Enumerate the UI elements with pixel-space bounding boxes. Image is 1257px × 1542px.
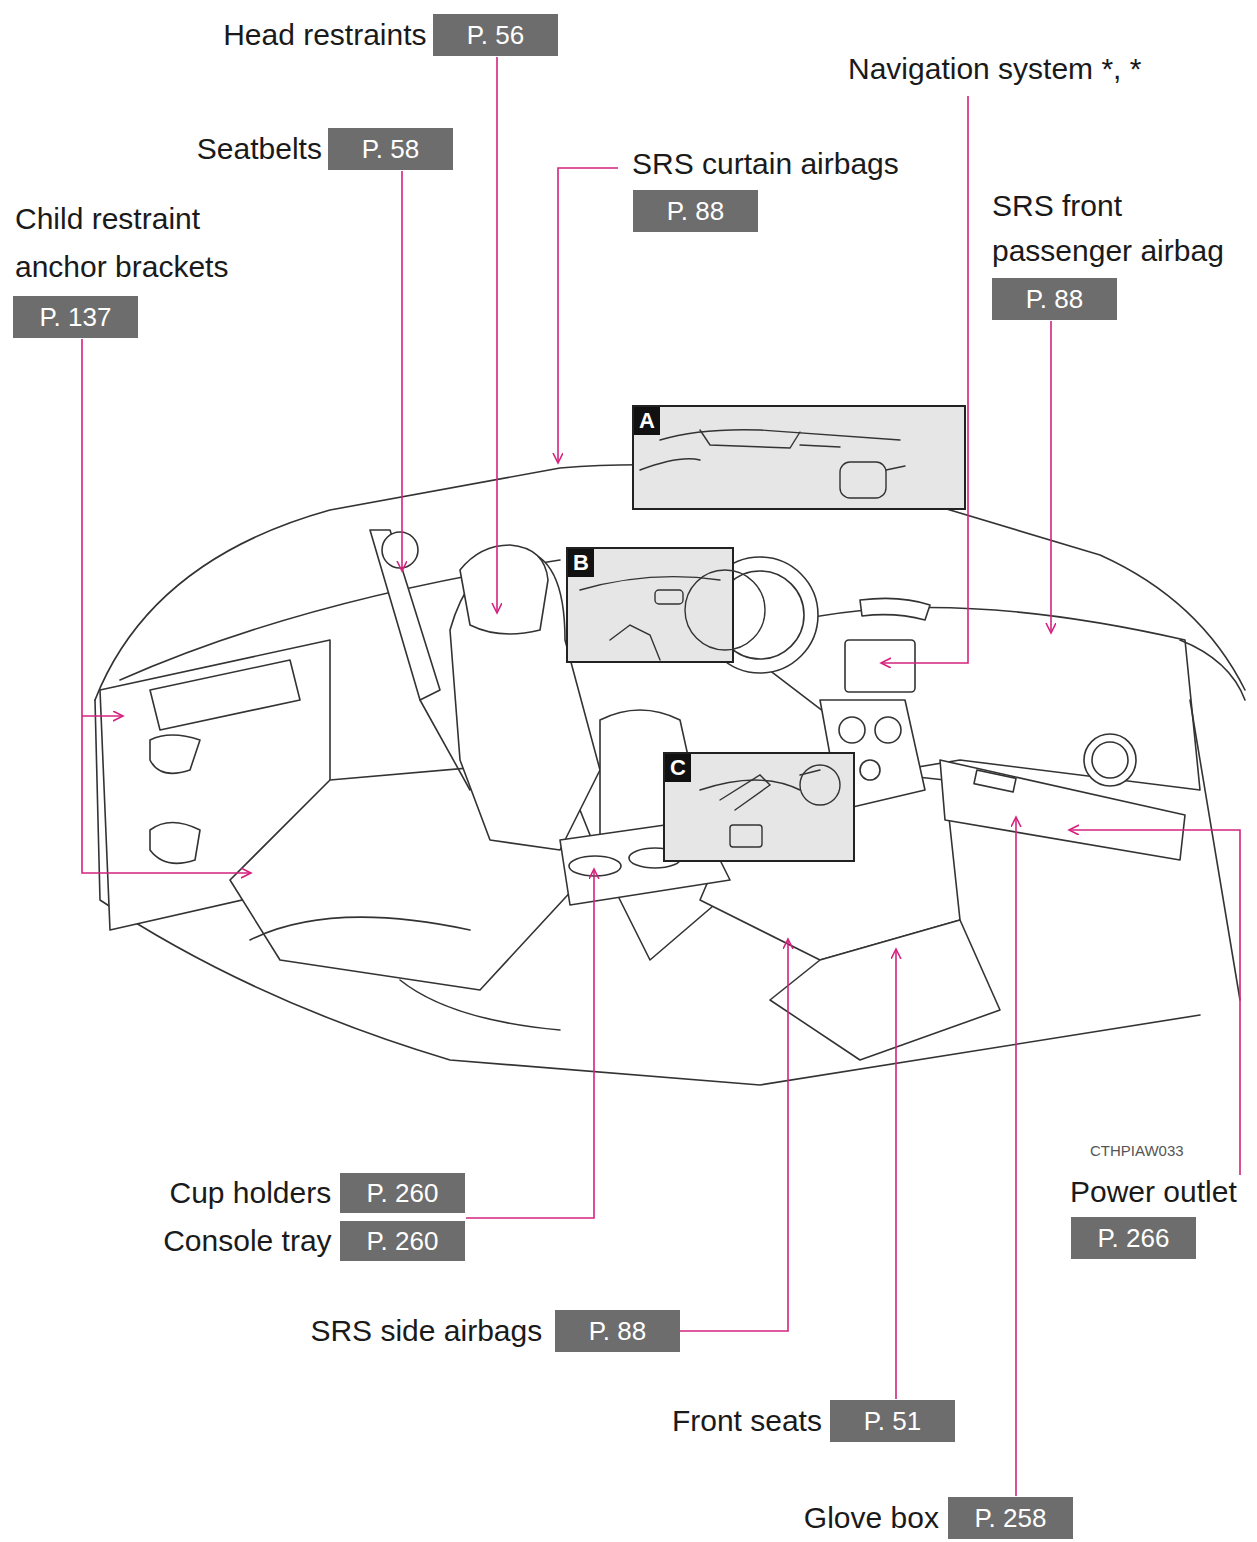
callout: Front seatsP. 51 bbox=[670, 1399, 956, 1443]
part-name: SRS curtain airbags bbox=[632, 142, 900, 186]
car-body-line-part bbox=[569, 856, 621, 876]
detail-inset: C bbox=[663, 752, 855, 862]
car-body-line-part bbox=[974, 770, 1016, 792]
car-body-line-part bbox=[150, 735, 200, 773]
car-body-line-part bbox=[370, 530, 440, 700]
callout: Glove boxP. 258 bbox=[802, 1496, 1074, 1540]
inset-sketche-part bbox=[640, 459, 700, 470]
inset-letter: B bbox=[568, 549, 594, 577]
car-body-line-part bbox=[860, 760, 880, 780]
inset-sketche-part bbox=[800, 445, 840, 447]
callout: Power outletP. 266 bbox=[1070, 1170, 1238, 1259]
leader-line-part bbox=[496, 57, 498, 612]
inset-sketche-part bbox=[800, 770, 820, 775]
car-body-line-part bbox=[1190, 700, 1240, 1000]
callout: Cup holdersP. 260 bbox=[168, 1171, 465, 1215]
car-body-line-part bbox=[382, 532, 418, 568]
part-name: Glove box bbox=[802, 1496, 939, 1540]
part-name: SRS side airbags bbox=[309, 1309, 542, 1353]
part-name: Power outlet bbox=[1070, 1170, 1238, 1214]
leader-line-part bbox=[680, 940, 788, 1331]
inset-letter: A bbox=[634, 407, 660, 435]
page-reference: P. 88 bbox=[992, 278, 1117, 320]
part-name: Cup holders bbox=[168, 1171, 331, 1215]
car-body-lines bbox=[95, 465, 1245, 1085]
car-body-line-part bbox=[845, 640, 915, 692]
car-body-line-part bbox=[1084, 734, 1136, 786]
callout: Console trayP. 260 bbox=[162, 1219, 466, 1263]
page-reference: P. 56 bbox=[433, 14, 558, 56]
leader-line-part bbox=[1070, 830, 1240, 1175]
inset-sketche-part bbox=[655, 590, 683, 604]
page-reference: P. 58 bbox=[328, 128, 453, 170]
figure-code: CTHPIAW033 bbox=[1090, 1142, 1184, 1159]
part-name: Console tray bbox=[162, 1219, 332, 1263]
inset-sketche-part bbox=[685, 570, 765, 650]
page-reference: P. 258 bbox=[948, 1497, 1073, 1539]
page-reference: P. 260 bbox=[340, 1221, 465, 1261]
leader-line-part bbox=[558, 168, 618, 462]
page-reference: P. 88 bbox=[555, 1310, 680, 1352]
inset-sketche-part bbox=[720, 775, 770, 810]
car-body-line-part bbox=[940, 760, 1185, 860]
inset-sketche-part bbox=[730, 825, 762, 847]
inset-sketche-part bbox=[700, 430, 800, 448]
inset-sketche-part bbox=[580, 577, 720, 590]
car-body-line-part bbox=[460, 545, 548, 634]
car-body-line-part bbox=[150, 823, 200, 864]
inset-sketche-part bbox=[840, 462, 886, 498]
callout: Child restraint anchor brackets P. 137 bbox=[13, 195, 266, 338]
leader-line-part bbox=[1050, 321, 1052, 632]
inset-letter: C bbox=[665, 754, 691, 782]
car-body-line-part bbox=[860, 598, 930, 620]
part-name: Head restraints bbox=[222, 13, 427, 57]
callout: Head restraintsP. 56 bbox=[222, 13, 559, 57]
leader-line-part bbox=[466, 870, 594, 1218]
inset-sketches bbox=[580, 430, 905, 847]
part-name: Seatbelts bbox=[195, 127, 322, 171]
callout: SeatbeltsP. 58 bbox=[195, 127, 454, 171]
page-reference: P. 266 bbox=[1071, 1217, 1196, 1259]
inset-sketche-part bbox=[700, 780, 800, 790]
callout: SRS curtain airbagsP. 88 bbox=[632, 142, 900, 232]
leader-line-part bbox=[82, 339, 250, 873]
inset-sketche-part bbox=[610, 625, 660, 660]
part-name: Front seats bbox=[670, 1399, 822, 1443]
callout: SRS front passenger airbag P. 88 bbox=[992, 183, 1257, 320]
page-reference: P. 260 bbox=[340, 1173, 465, 1213]
inset-sketche-part bbox=[886, 466, 905, 470]
callout: SRS side airbags P. 88 bbox=[309, 1309, 680, 1353]
page-reference: P. 137 bbox=[13, 296, 138, 338]
leader-line-part bbox=[882, 96, 968, 663]
inset-sketche-part bbox=[660, 430, 900, 440]
leader-lines bbox=[82, 57, 1240, 1496]
car-body-line-part bbox=[839, 717, 865, 743]
car-body-line-part bbox=[770, 920, 1000, 1060]
car-body-line-part bbox=[1180, 640, 1245, 700]
navigation-label: Navigation system *, * bbox=[848, 52, 1141, 86]
detail-inset: B bbox=[566, 547, 734, 663]
leader-line-part bbox=[895, 950, 897, 1399]
car-body-line-part bbox=[400, 980, 560, 1030]
leader-line-part bbox=[1015, 818, 1017, 1496]
car-body-line-part bbox=[1092, 742, 1128, 778]
car-body-line-part bbox=[150, 660, 300, 730]
part-name: SRS front passenger airbag bbox=[992, 183, 1257, 273]
page-reference: P. 51 bbox=[830, 1400, 955, 1442]
page-reference: P. 88 bbox=[633, 190, 758, 232]
inset-sketche-part bbox=[800, 765, 840, 805]
car-body-line-part bbox=[250, 917, 470, 940]
detail-inset: A bbox=[632, 405, 966, 510]
car-body-line-part bbox=[875, 717, 901, 743]
leader-line-part bbox=[401, 171, 403, 570]
part-name: Child restraint anchor brackets bbox=[15, 195, 266, 291]
leader-line-part bbox=[82, 715, 122, 717]
